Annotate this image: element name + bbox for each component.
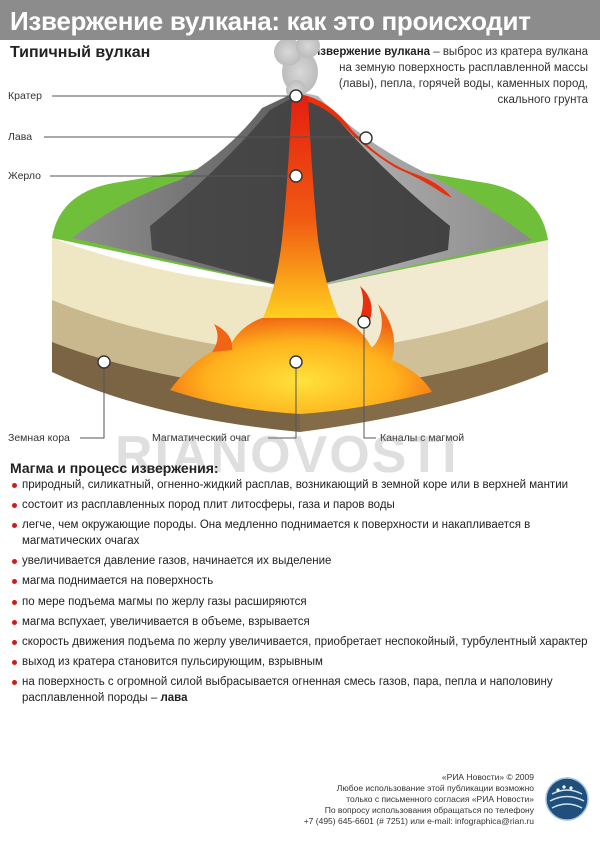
facts-title: Магма и процесс извержения: (10, 460, 219, 476)
footer-line: По вопросу использования обращаться по т… (324, 805, 534, 815)
volcano-cross-section (44, 40, 548, 439)
footer-credits: «РИА Новости» © 2009 Любое использование… (234, 772, 534, 827)
list-item: магма поднимается на поверхность (12, 574, 600, 590)
lava-flow (300, 94, 452, 198)
footer-contact: +7 (495) 645-6601 (# 7251) или e-mail: i… (303, 816, 534, 826)
definition-term: Извержение вулкана (312, 46, 431, 58)
list-item: выход из кратера становится пульсирующим… (12, 655, 600, 671)
label-crater: Кратер (8, 90, 42, 102)
magma-vent (262, 96, 340, 320)
list-item: природный, силикатный, огненно-жидкий ра… (12, 478, 600, 494)
footer-line: Любое использование этой публикации возм… (336, 783, 534, 793)
definition-text: Извержение вулкана – выброс из кратера в… (298, 44, 588, 108)
ria-globe-logo-icon (545, 777, 589, 821)
label-lava: Лава (8, 131, 33, 143)
label-magma-chamber: Магматический очаг (152, 432, 251, 444)
label-crust: Земная кора (8, 432, 70, 444)
definition-body: – выброс из кратера вулкана на земную по… (338, 46, 588, 106)
callout-dots (97, 89, 373, 369)
label-vent: Жерло (8, 170, 41, 182)
list-item: на поверхность с огромной силой выбрасыв… (12, 675, 600, 706)
list-item: магма вспухает, увеличивается в объеме, … (12, 615, 600, 631)
list-item: легче, чем окружающие породы. Она медлен… (12, 518, 600, 549)
list-item: состоит из расплавленных пород плит лито… (12, 498, 600, 514)
footer-copyright: «РИА Новости» © 2009 (441, 772, 534, 782)
list-item: скорость движения подъема по жерлу увели… (12, 635, 600, 651)
title-bar: Извержение вулкана: как это происходит (0, 0, 600, 40)
list-item: увеличивается давление газов, начинается… (12, 554, 600, 570)
page-title: Извержение вулкана: как это происходит (10, 6, 531, 36)
list-item: по мере подъема магмы по жерлу газы расш… (12, 595, 600, 611)
watermark-text: RIANOVOSTI (115, 426, 459, 484)
footer-line: только с письменного согласия «РИА Новос… (346, 794, 534, 804)
list-item-text: на поверхность с огромной силой выбрасыв… (22, 676, 553, 704)
list-item-bold: лава (160, 691, 188, 704)
diagram-subtitle: Типичный вулкан (10, 44, 151, 61)
label-magma-channels: Каналы с магмой (380, 432, 465, 444)
facts-list: природный, силикатный, огненно-жидкий ра… (0, 478, 600, 711)
callout-lines (44, 95, 376, 439)
